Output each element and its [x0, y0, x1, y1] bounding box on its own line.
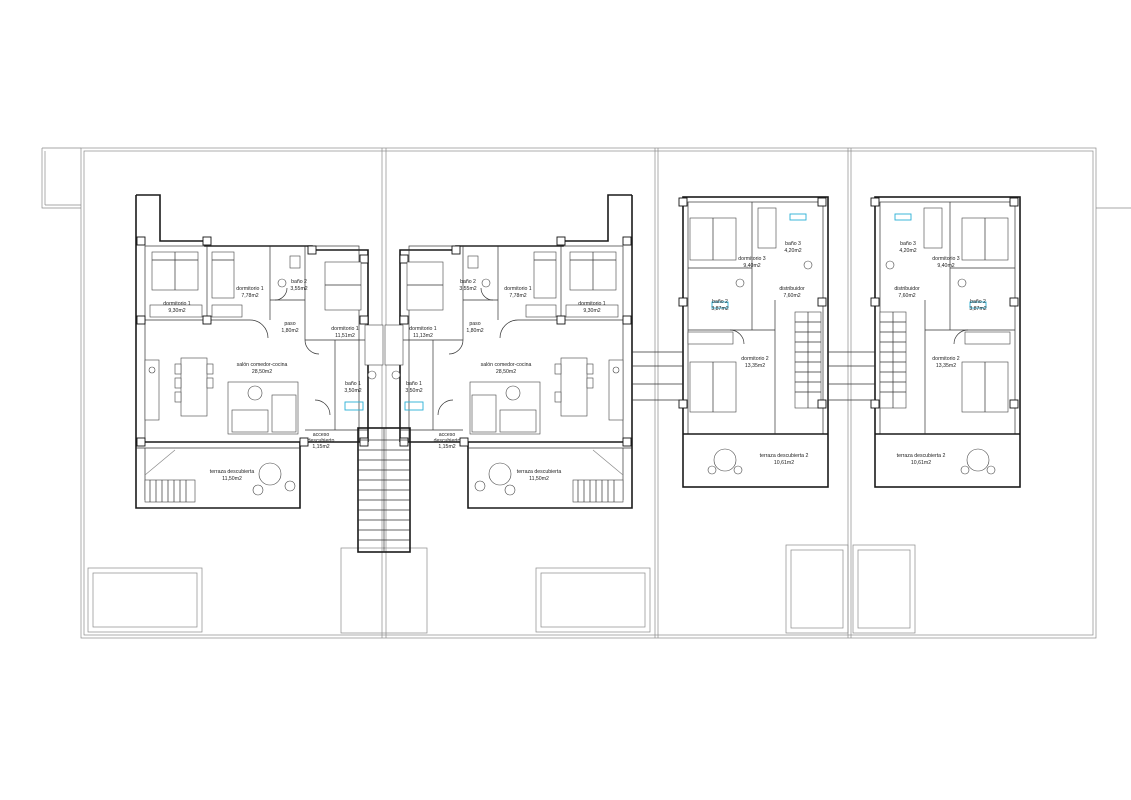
label-l-bath2-name: baño 2 — [291, 279, 307, 285]
label-l-dorm-center-area: 11,51m2 — [335, 333, 355, 339]
label-l-salon-name: salón comedor-cocina — [237, 362, 288, 368]
label-l-salon-area: 28,50m2 — [252, 369, 272, 375]
label-l-dorm-main-name: dormitorio 1 — [163, 301, 191, 307]
label-r-bath1-area: 3,50m2 — [405, 388, 422, 394]
terraces-ground — [144, 448, 624, 503]
label-b-terraza-name: terraza descubierta 2 — [897, 453, 946, 459]
connectors — [632, 351, 875, 401]
label-l-acceso-1: acceso — [313, 432, 330, 438]
label-b-dorm3-area: 9,40m2 — [937, 263, 954, 269]
label-a-distrib-name: distribuidor — [779, 286, 805, 292]
label-r-paso-name: paso — [469, 321, 480, 327]
label-l-dorm-small-area: 7,78m2 — [241, 293, 258, 299]
label-l-bath1-area: 3,50m2 — [344, 388, 361, 394]
furniture-ground — [144, 251, 624, 435]
label-l-paso-area: 1,80m2 — [281, 328, 298, 334]
label-l-terraza-area: 11,50m2 — [222, 476, 242, 482]
site-outline — [41, 147, 1131, 639]
label-a-bath2-name: baño 2 — [712, 299, 728, 305]
label-r-dorm-main-area: 9,30m2 — [583, 308, 600, 314]
label-r-bath1-name: baño 1 — [406, 381, 422, 387]
label-a-bath3-area: 4,20m2 — [784, 248, 801, 254]
label-a-dorm3-area: 9,40m2 — [743, 263, 760, 269]
label-r-dorm-center-area: 11,13m2 — [413, 333, 433, 339]
label-a-bath3-name: baño 3 — [785, 241, 801, 247]
label-l-dorm-small-name: dormitorio 1 — [236, 286, 264, 292]
label-a-dorm3-name: dormitorio 3 — [738, 256, 766, 262]
label-a-dorm2-area: 13,35m2 — [745, 363, 765, 369]
label-l-terraza-name: terraza descubierta — [210, 469, 255, 475]
label-r-salon-name: salón comedor-cocina — [481, 362, 532, 368]
label-r-salon-area: 28,50m2 — [496, 369, 516, 375]
label-l-acceso-area: 1,15m2 — [312, 444, 329, 450]
label-b-dorm3-name: dormitorio 3 — [932, 256, 960, 262]
label-a-distrib-area: 7,60m2 — [783, 293, 800, 299]
label-b-distrib-area: 7,60m2 — [898, 293, 915, 299]
label-r-dorm-center-name: dormitorio 1 — [409, 326, 437, 332]
label-l-dorm-center-name: dormitorio 1 — [331, 326, 359, 332]
label-a-terraza-area: 10,61m2 — [774, 460, 794, 466]
room-labels: dormitorio 1 9,30m2 dormitorio 1 7,78m2 … — [163, 241, 986, 482]
label-b-terraza-area: 10,61m2 — [911, 460, 931, 466]
label-l-dorm-main-area: 9,30m2 — [168, 308, 185, 314]
label-b-dorm2-name: dormitorio 2 — [932, 356, 960, 362]
upper-unit-a — [678, 196, 829, 488]
label-l-acceso-2: descubierto — [308, 438, 335, 444]
ground-floor — [135, 194, 633, 509]
label-r-dorm-main-name: dormitorio 1 — [578, 301, 606, 307]
label-r-paso-area: 1,80m2 — [466, 328, 483, 334]
label-b-bath2-area: 3,87m2 — [969, 306, 986, 312]
label-r-dorm-small-name: dormitorio 1 — [504, 286, 532, 292]
label-r-terraza-area: 11,50m2 — [529, 476, 549, 482]
label-a-bath2-area: 3,87m2 — [711, 306, 728, 312]
label-l-bath1-name: baño 1 — [345, 381, 361, 387]
label-r-dorm-small-area: 7,78m2 — [509, 293, 526, 299]
site-pads — [87, 544, 916, 634]
label-r-acceso-area: 1,15m2 — [438, 444, 455, 450]
label-b-distrib-name: distribuidor — [894, 286, 920, 292]
label-r-terraza-name: terraza descubierta — [517, 469, 562, 475]
label-r-bath2-area: 3,55m2 — [459, 286, 476, 292]
columns-ground — [136, 236, 632, 447]
label-a-dorm2-name: dormitorio 2 — [741, 356, 769, 362]
label-l-paso-name: paso — [284, 321, 295, 327]
label-l-bath2-area: 3,55m2 — [290, 286, 307, 292]
label-b-bath2-name: baño 2 — [970, 299, 986, 305]
upper-unit-b — [870, 196, 1021, 488]
label-r-bath2-name: baño 2 — [460, 279, 476, 285]
label-b-dorm2-area: 13,35m2 — [936, 363, 956, 369]
label-r-acceso-1: acceso — [439, 432, 456, 438]
central-stairs — [357, 427, 411, 553]
label-r-acceso-2: descubierto — [434, 438, 461, 444]
label-b-bath3-name: baño 3 — [900, 241, 916, 247]
label-b-bath3-area: 4,20m2 — [899, 248, 916, 254]
label-a-terraza-name: terraza descubierta 2 — [760, 453, 809, 459]
